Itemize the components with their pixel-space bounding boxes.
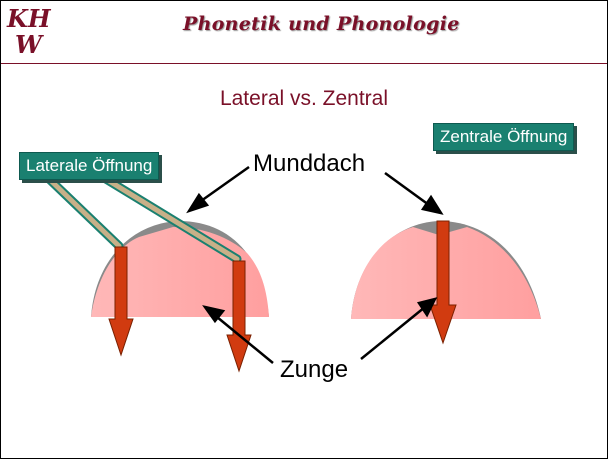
roof-label: Munddach	[253, 150, 365, 178]
lateral-opening-label: Laterale Öffnung	[19, 152, 159, 180]
central-opening-label: Zentrale Öffnung	[433, 123, 574, 151]
tongue-label: Zunge	[280, 356, 348, 384]
